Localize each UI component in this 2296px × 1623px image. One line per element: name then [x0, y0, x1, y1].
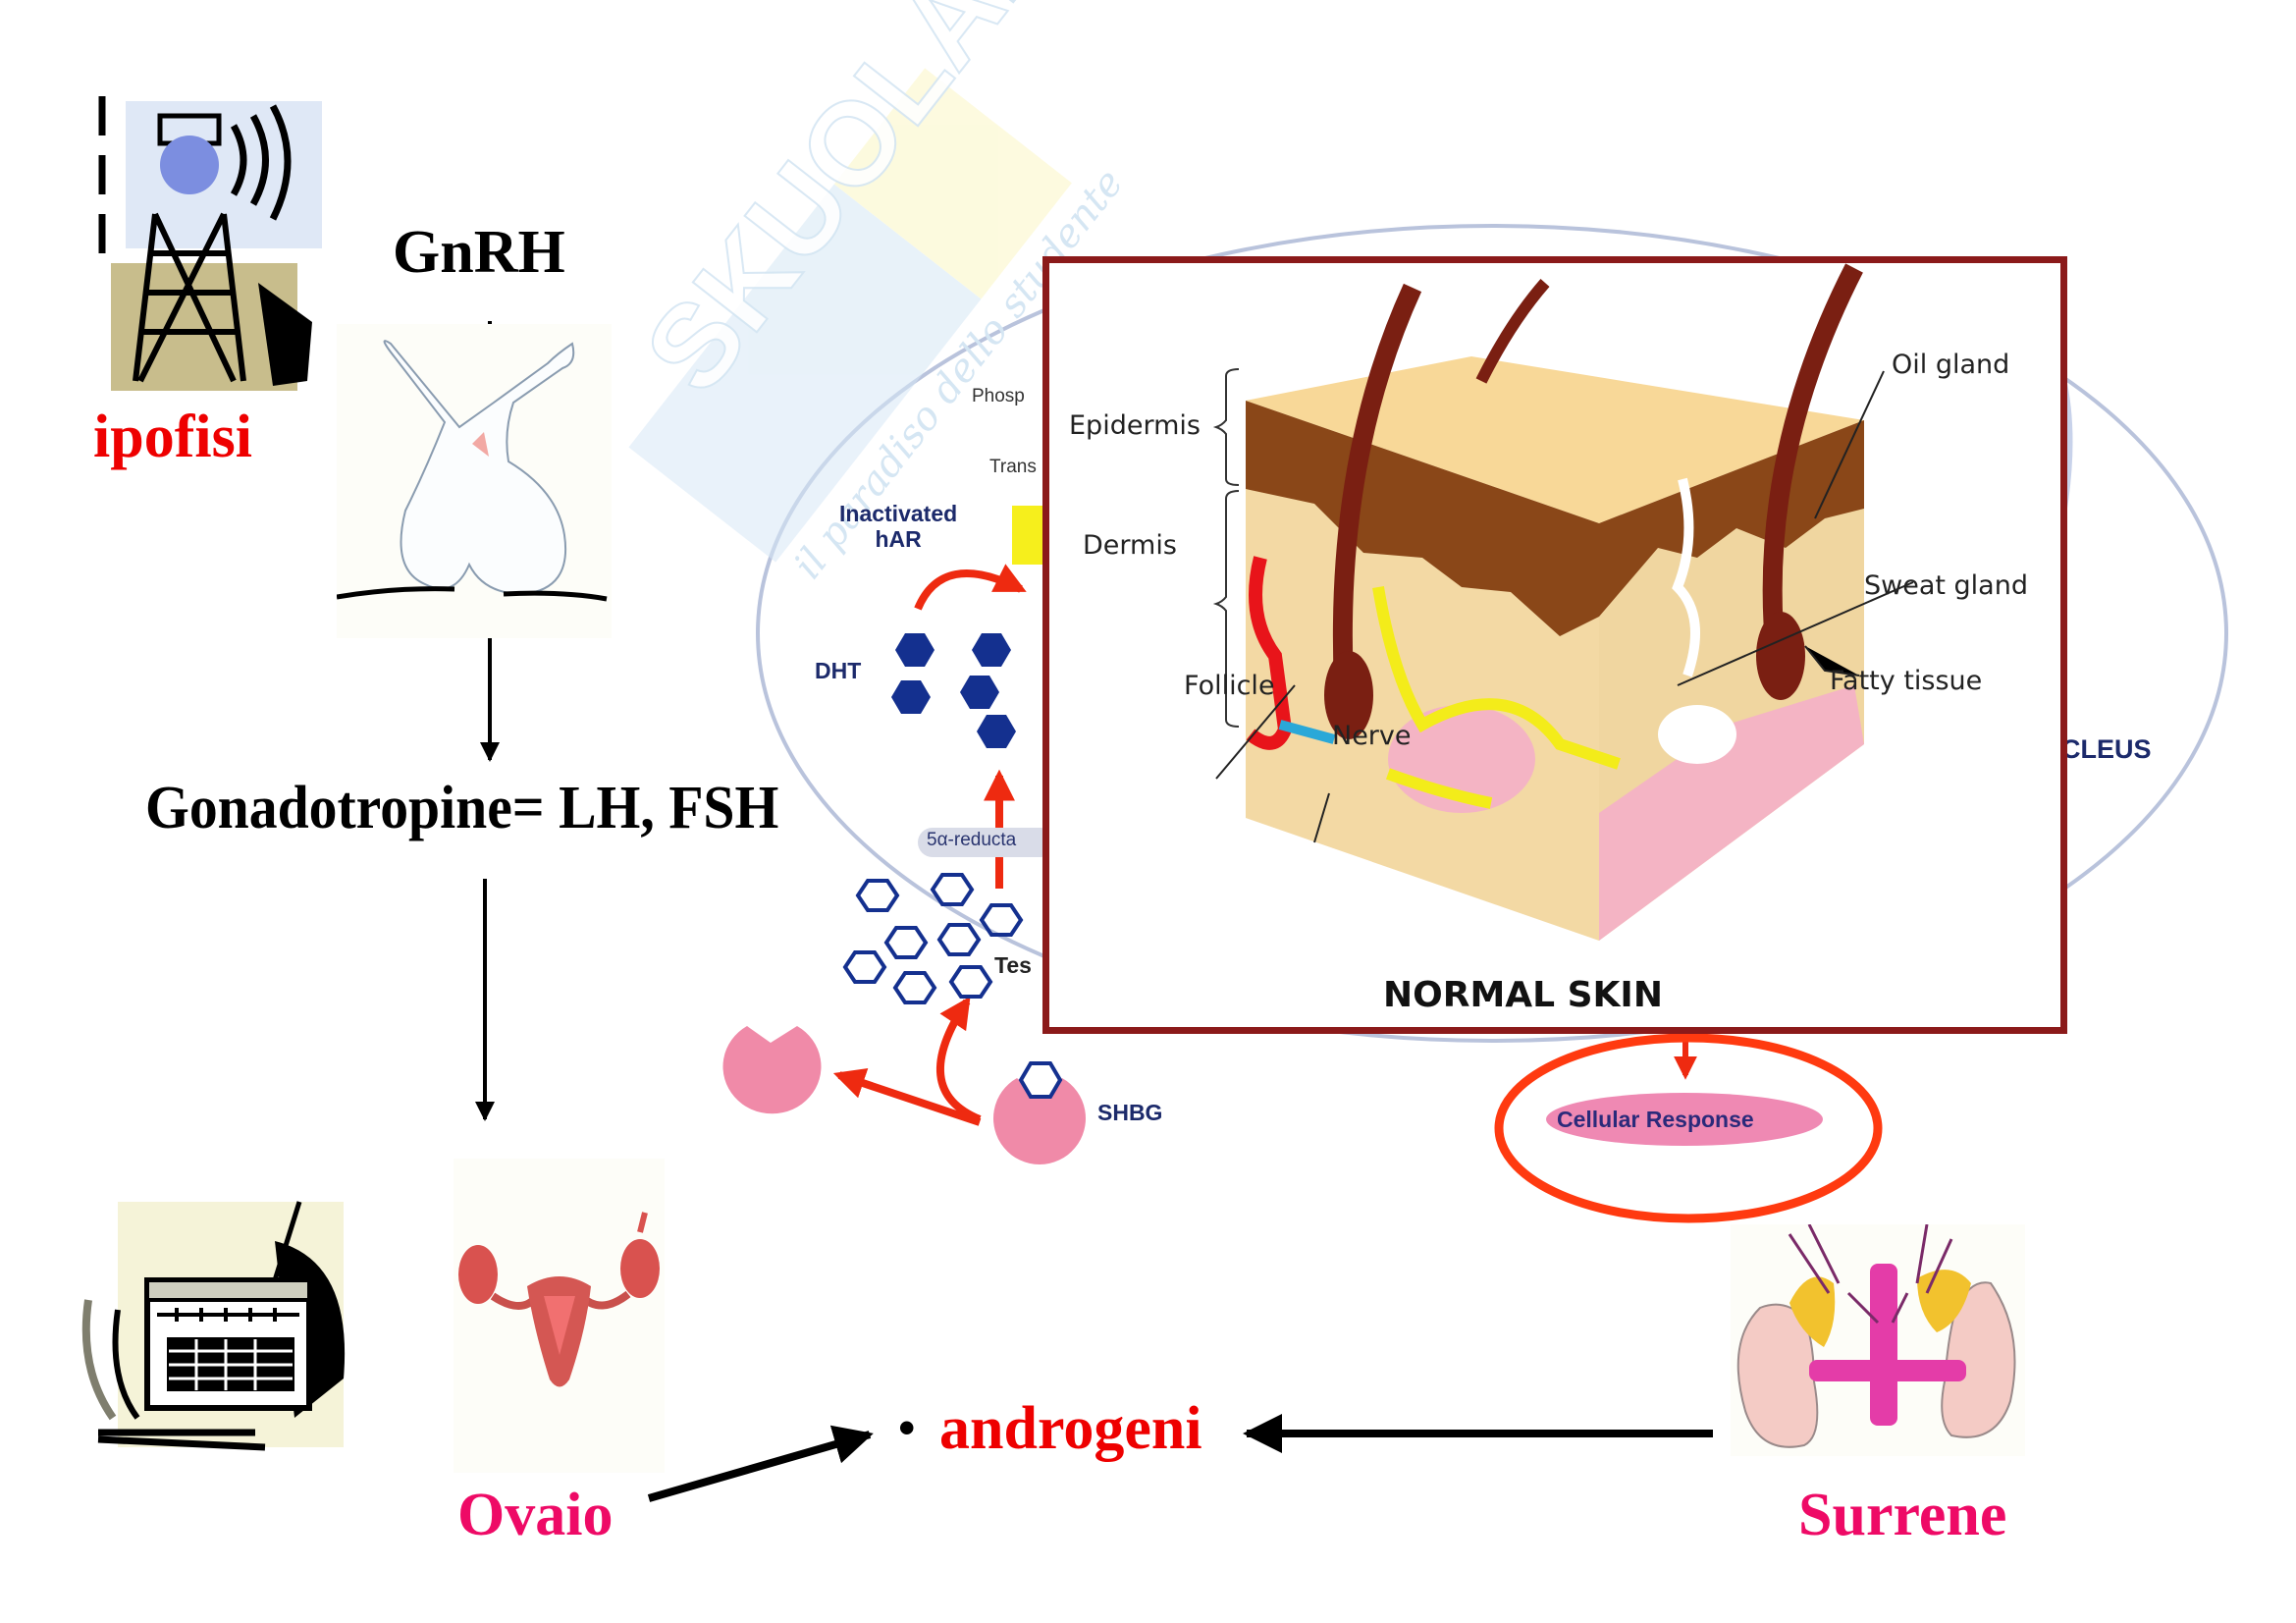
testosterone-hexagon — [948, 965, 993, 999]
follicle-callout: Follicle — [1184, 671, 1275, 701]
transcription-label: Trans — [989, 457, 1037, 477]
cellular-response-ring — [1494, 1033, 1883, 1223]
radio-receiver-icon — [79, 1182, 353, 1473]
testosterone-hexagon — [855, 879, 900, 912]
testosterone-hexagon — [979, 903, 1024, 937]
cellular-response-pill — [1546, 1093, 1823, 1146]
reductase-label: 5α-reducta — [927, 830, 1017, 850]
inactivated-har-line1: Inactivated — [839, 501, 958, 526]
shbg-release-arrow-up — [935, 996, 982, 1123]
ovaio-label: Ovaio — [457, 1482, 614, 1548]
free-shbg-protein — [722, 1026, 822, 1114]
inactivated-har-label: Inactivated hAR — [839, 501, 957, 552]
testosterone-hexagon — [892, 971, 937, 1004]
dht-hexagon — [972, 633, 1011, 667]
cellular-response-label: Cellular Response — [1557, 1107, 1754, 1132]
shbg-label: SHBG — [1097, 1100, 1163, 1125]
nerve-callout: Nerve — [1332, 721, 1412, 751]
normal-skin-figure: Epidermis Dermis Follicle Nerve Oil glan… — [1042, 256, 2067, 1034]
sweat-gland-callout: Sweat gland — [1864, 570, 2028, 601]
testosterone-hexagon — [842, 950, 887, 984]
cell-membrane-outline — [756, 224, 2228, 1043]
pituitary-gland-icon — [336, 324, 612, 638]
testosterone-hexagon — [930, 873, 975, 906]
androgeni-label: androgeni — [939, 1395, 1202, 1462]
adrenal-kidneys-icon — [1731, 1223, 2025, 1456]
androgeni-bullet: • — [898, 1400, 916, 1455]
testosterone-hexagon — [883, 926, 929, 959]
nucleus-label: CLEUS — [2061, 734, 2152, 764]
testosterone-hexagon — [936, 923, 982, 956]
testosterone-molecules — [842, 873, 1024, 1004]
uterus-ovaries-icon — [454, 1159, 665, 1473]
radio-tower-icon — [96, 86, 322, 403]
dht-label: DHT — [815, 658, 862, 683]
skin-cross-section-illustration — [1187, 263, 1914, 941]
gonadotropine-label: Gonadotropine= LH, FSH — [145, 775, 779, 841]
epidermis-callout: Epidermis — [1069, 410, 1201, 441]
shbg-release-arrow-left — [832, 1067, 982, 1126]
surrene-label: Surrene — [1798, 1482, 2007, 1548]
dht-hexagon — [977, 715, 1016, 748]
dht-hexagon — [895, 633, 934, 667]
dht-hexagon — [960, 676, 999, 709]
har-receptor-block — [1012, 506, 1045, 565]
dermis-callout: Dermis — [1083, 530, 1177, 561]
gnrh-label: GnRH — [393, 219, 565, 286]
reductase-pill — [918, 828, 1055, 857]
dht-hexagon — [891, 680, 931, 714]
watermark — [628, 68, 1072, 563]
dht-to-har-arrow — [914, 564, 1027, 611]
normal-skin-title: NORMAL SKIN — [1383, 975, 1663, 1015]
bound-shbg-protein — [992, 1078, 1086, 1164]
ipofisi-label: ipofisi — [93, 404, 252, 470]
inactivated-har-line2: hAR — [875, 526, 922, 552]
ovary-to-androgeni-arrow — [647, 1425, 874, 1502]
oil-gland-callout: Oil gland — [1892, 350, 2010, 380]
fatty-tissue-callout: Fatty tissue — [1830, 666, 1983, 696]
phosphorylation-label: Phosp — [972, 386, 1025, 406]
bound-testosterone-hexagon — [1018, 1061, 1063, 1099]
testosterone-label: Tes — [994, 952, 1032, 978]
dht-molecules — [891, 633, 1016, 748]
